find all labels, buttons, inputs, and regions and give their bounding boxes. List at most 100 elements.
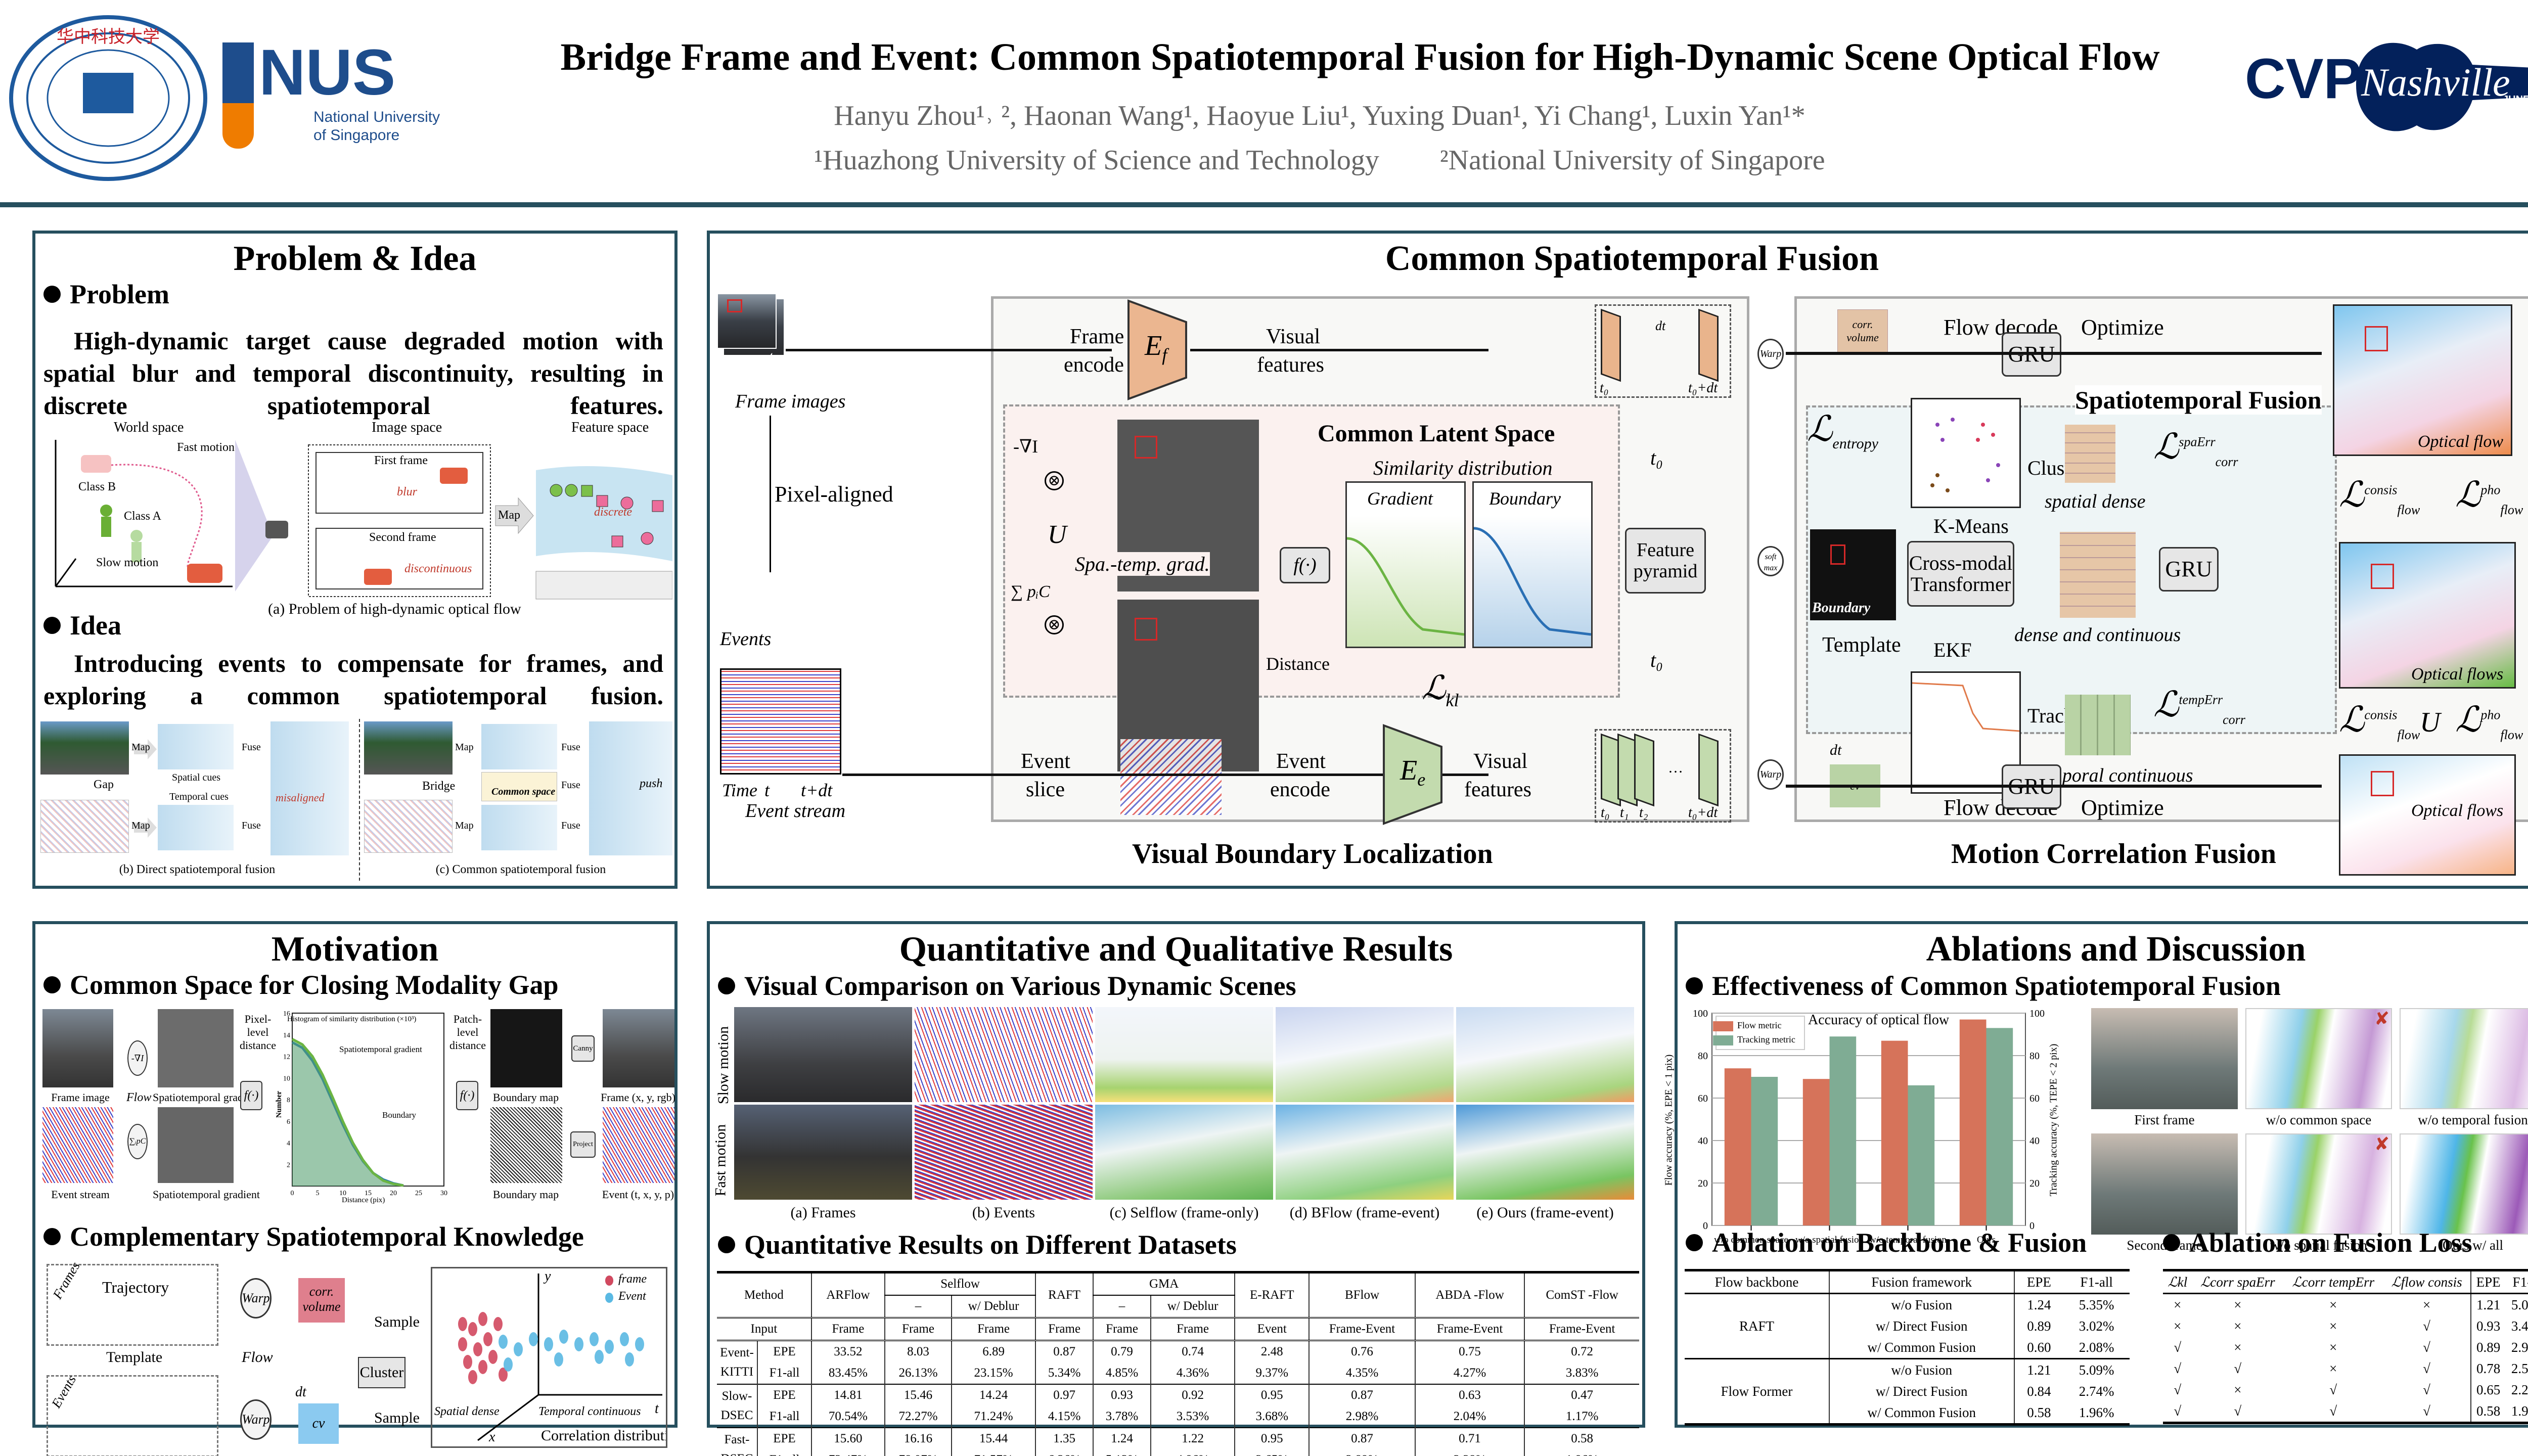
fast-frame bbox=[734, 1105, 912, 1200]
idea-heading: Idea bbox=[43, 610, 121, 641]
hist-area-boundary bbox=[292, 1042, 403, 1186]
st-gradient-top bbox=[158, 1009, 234, 1087]
event-arrow bbox=[842, 774, 1488, 776]
header: 华中科技大学 NUS National University of Singap… bbox=[0, 0, 2528, 207]
fit-curve-spatiotemporal-gradient bbox=[291, 1038, 404, 1187]
warp-bottom: Warp bbox=[1757, 759, 1784, 790]
x-tick-label: w/o common space bbox=[1714, 1235, 1788, 1245]
x-tick-label: w/o spatial fusion bbox=[1795, 1235, 1864, 1245]
optical-flows-middle: Optical flows bbox=[2339, 542, 2516, 689]
ablation-visuals: ✘ ✘ ✘ ✔ First frame w/o common space w/o… bbox=[2091, 1008, 2528, 1253]
table-row: √×√√0.652.21% bbox=[2163, 1379, 2528, 1400]
bar-flow-metric bbox=[1959, 1019, 1987, 1225]
guitar-icon bbox=[2356, 42, 2528, 131]
frame-arrow bbox=[786, 349, 1112, 351]
sub-loss: Ablation on Fusion Loss bbox=[2163, 1227, 2472, 1258]
warp-top-node: Warp bbox=[240, 1278, 272, 1318]
corr-volume-block: corr. volume bbox=[298, 1278, 345, 1323]
bar-tracking-metric bbox=[1751, 1077, 1778, 1225]
event-thumbnail bbox=[364, 800, 453, 853]
slow-frame bbox=[734, 1007, 912, 1102]
x-tick-label: w/o temporal fusion bbox=[1869, 1235, 1947, 1245]
idea-text: Introducing events to compensate for fra… bbox=[43, 649, 663, 710]
warp-top: Warp bbox=[1757, 339, 1784, 369]
qual-grid bbox=[734, 1007, 1644, 1200]
multiply-icon-top: ⊗ bbox=[1045, 471, 1064, 490]
y-tick-label-right: 80 bbox=[2029, 1051, 2040, 1062]
gru-middle: GRU bbox=[2159, 547, 2219, 592]
y-tick-label: 100 bbox=[1693, 1008, 1708, 1019]
bullet-icon bbox=[718, 977, 735, 994]
optical-flows-bottom: Optical flows bbox=[2339, 754, 2516, 876]
y-tick-label: 4 bbox=[287, 1140, 290, 1148]
event-voxel bbox=[1120, 739, 1222, 815]
fast-ours bbox=[1456, 1105, 1634, 1200]
bar-flow-metric bbox=[1881, 1040, 1908, 1225]
table-row: ×××√0.933.42% bbox=[2163, 1315, 2528, 1337]
bar-flow-metric bbox=[1724, 1068, 1751, 1225]
panel-title: Ablations and Discussion bbox=[1926, 930, 2306, 969]
bullet-icon bbox=[1686, 1234, 1703, 1251]
loss-table: ℒkl ℒcorr spaErr ℒcorr tempErr ℒflow con… bbox=[2163, 1269, 2528, 1424]
bullet-icon bbox=[43, 976, 61, 993]
table-row: F1-all72.47%78.07%71.57%6.26%5.12%4.96%3… bbox=[717, 1449, 1639, 1456]
frame-thumbnail bbox=[364, 721, 453, 775]
optical-flow-output: Optical flow bbox=[2333, 304, 2512, 456]
y-tick-label: 6 bbox=[287, 1118, 290, 1126]
problem-heading: Problem bbox=[43, 279, 169, 309]
figure-c: Bridge Common space Map Map Fuse Fuse Fu… bbox=[364, 716, 678, 883]
y-tick-label: 10 bbox=[283, 1075, 290, 1082]
slow-ours bbox=[1456, 1007, 1634, 1102]
boundary-map-event bbox=[490, 1107, 562, 1183]
panel-motivation: Motivation Common Space for Closing Moda… bbox=[32, 921, 678, 1456]
bullet-icon bbox=[1686, 977, 1703, 994]
frame-feature-stack bbox=[1595, 304, 1731, 398]
roi-box bbox=[727, 299, 742, 312]
y-tick-label: 12 bbox=[283, 1054, 290, 1061]
y-tick-label: 2 bbox=[287, 1161, 290, 1169]
problem-text: High-dynamic target cause degraded motio… bbox=[43, 327, 663, 420]
legend-tracking: Tracking metric bbox=[1713, 1034, 1795, 1045]
sub-complementary: Complementary Spatiotemporal Knowledge bbox=[43, 1221, 584, 1252]
panel-fusion: Common Spatiotemporal Fusion t t+dt Fram… bbox=[707, 231, 2528, 889]
fast-events bbox=[915, 1105, 1093, 1200]
first-frame-img bbox=[2091, 1008, 2238, 1109]
quantitative-table: Method ARFlow Selflow RAFT GMA E-RAFT BF… bbox=[717, 1271, 1639, 1456]
sub-common-space: Common Space for Closing Modality Gap bbox=[43, 970, 559, 1000]
wo-spatial-fusion-img bbox=[2245, 1133, 2392, 1235]
bullet-icon bbox=[43, 616, 61, 634]
neg-grad-node: -∇I bbox=[127, 1040, 148, 1076]
event-stream-thumb bbox=[42, 1107, 113, 1183]
table-row: √√√√0.581.96% bbox=[2163, 1400, 2528, 1423]
ours-all-img bbox=[2400, 1133, 2528, 1235]
sum-pc-node: ∑ᵢpC bbox=[127, 1124, 148, 1159]
fail-mark-icon: ✘ bbox=[2374, 1009, 2390, 1029]
y-tick-label: 60 bbox=[1698, 1093, 1708, 1104]
cross-modal-transformer: Cross-modal Transformer bbox=[1907, 541, 2014, 607]
event-txyp-thumb bbox=[603, 1107, 674, 1183]
x-tick-label: Ours bbox=[1977, 1235, 1996, 1245]
panel-results: Quantitative and Qualitative Results Vis… bbox=[707, 921, 1645, 1456]
legend-flow: Flow metric bbox=[1713, 1020, 1782, 1031]
nus-logo: NUS National University of Singapore bbox=[222, 37, 460, 154]
corr-volume: corr. volume bbox=[1837, 309, 1888, 352]
bar-tracking-metric bbox=[1986, 1028, 2013, 1225]
y-tick-label: 0 bbox=[1703, 1220, 1708, 1232]
correlation-distribution-plot: frame Event y t x Spatial dense Temporal… bbox=[431, 1267, 667, 1448]
top-flow-line bbox=[1786, 352, 2322, 355]
gradient-histogram: Gradient bbox=[1345, 481, 1466, 648]
sub-backbone: Ablation on Backbone & Fusion bbox=[1686, 1227, 2087, 1258]
panel-title: Problem & Idea bbox=[233, 239, 477, 278]
problem-diagram bbox=[55, 440, 672, 600]
affiliations: ¹Huazhong University of Science and Tech… bbox=[814, 145, 1825, 176]
multiply-icon-bottom: ⊗ bbox=[1045, 615, 1064, 634]
svg-text:华中科技大学: 华中科技大学 bbox=[57, 27, 160, 47]
visual-features-arrow bbox=[1190, 349, 1488, 351]
